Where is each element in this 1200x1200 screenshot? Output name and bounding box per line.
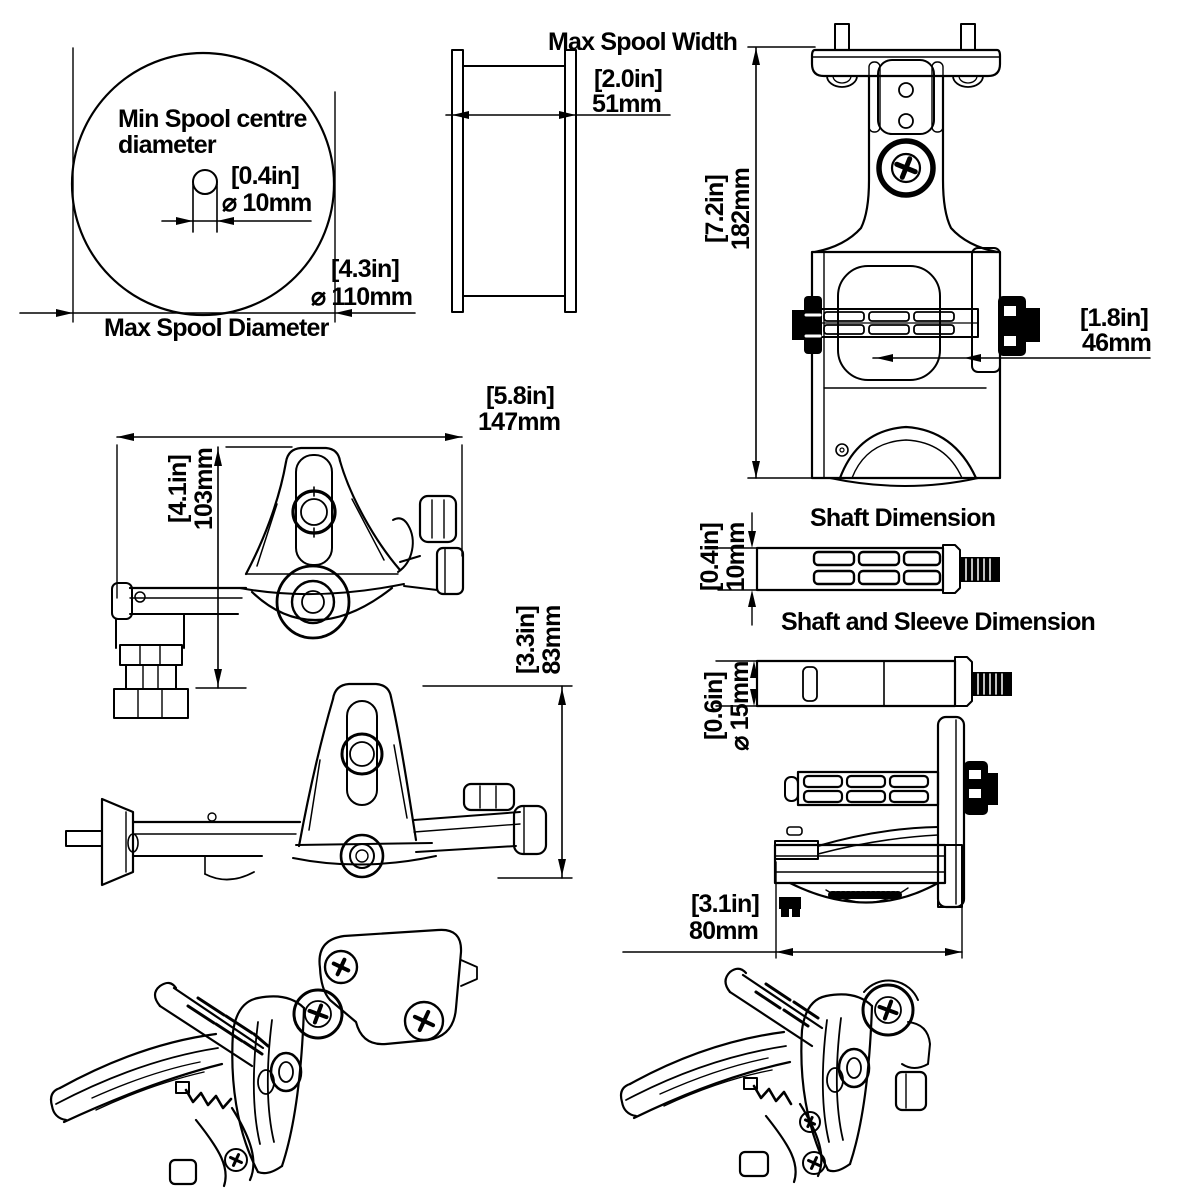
isometric-view-left <box>49 928 478 1188</box>
sleeve-dia-label: [0.6in] ⌀ 15mm <box>700 651 754 761</box>
max-dia-mm-label: ⌀ 110mm <box>311 283 413 311</box>
lower-height-inch: [3.3in] <box>512 605 540 675</box>
sleeve-view <box>715 656 1012 708</box>
holder-length-mm-label: 147mm <box>478 408 561 436</box>
centre-dia-mm-label: ⌀ 10mm <box>222 189 312 217</box>
holder-side-view-upper <box>111 433 465 719</box>
max-spool-width-label: Max Spool Width <box>548 28 738 56</box>
holder-rear-side-view <box>622 715 998 959</box>
holder-height-label: [7.2in] 182mm <box>701 154 755 264</box>
lower-height-label: [3.3in] 83mm <box>512 585 566 695</box>
shaft-dimension-title: Shaft Dimension <box>810 504 996 532</box>
spool-width-inch-label: [2.0in] <box>594 65 663 93</box>
sleeve-dia-mm: ⌀ 15mm <box>726 661 754 751</box>
shaft-sleeve-title: Shaft and Sleeve Dimension <box>781 608 1096 636</box>
holder-length-inch-label: [5.8in] <box>486 382 555 410</box>
sleeve-dia-inch: [0.6in] <box>700 671 728 741</box>
shaft-dia-mm: 10mm <box>722 522 750 592</box>
clamp-width-mm-label: 46mm <box>1082 329 1152 357</box>
bracket-height-label: [4.1in] 103mm <box>164 434 218 544</box>
max-dia-inch-label: [4.3in] <box>331 255 400 283</box>
isometric-view-right <box>619 967 931 1184</box>
depth-mm-label: 80mm <box>689 917 759 945</box>
centre-dia-inch-label: [0.4in] <box>231 162 300 190</box>
spool-side-view <box>445 49 671 313</box>
holder-height-mm: 182mm <box>727 167 755 251</box>
bracket-height-inch: [4.1in] <box>164 454 192 524</box>
holder-front-view <box>747 23 1151 487</box>
shaft-dia-label: [0.4in] 10mm <box>696 502 750 612</box>
spool-front-view <box>19 47 416 323</box>
shaft-dia-inch: [0.4in] <box>696 522 724 592</box>
holder-side-view-lower <box>65 682 573 887</box>
spool-width-mm-label: 51mm <box>592 90 662 118</box>
min-spool-centre-label: Min Spool centre diameter <box>118 105 307 160</box>
depth-inch-label: [3.1in] <box>691 890 760 918</box>
bracket-height-mm: 103mm <box>190 447 218 531</box>
max-spool-diameter-label: Max Spool Diameter <box>104 314 329 342</box>
shaft-view <box>717 512 1000 626</box>
holder-height-inch: [7.2in] <box>701 174 729 244</box>
lower-height-mm: 83mm <box>538 605 566 675</box>
clamp-width-inch-label: [1.8in] <box>1080 304 1149 332</box>
